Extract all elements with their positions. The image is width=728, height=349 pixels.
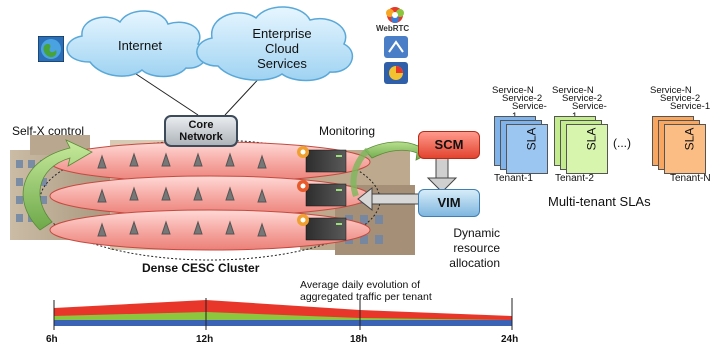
tenant-label: Tenant-2 xyxy=(555,173,594,184)
chart-app-icon xyxy=(384,62,408,84)
sla-card xyxy=(566,124,608,174)
enterprise-cloud-label: Enterprise Cloud Services xyxy=(244,26,320,71)
self-x-arrow xyxy=(22,139,93,231)
traffic-caption: Average daily evolution of aggregated tr… xyxy=(300,279,432,303)
enterprise-cloud xyxy=(196,6,354,82)
globe-icon xyxy=(38,36,64,62)
service-label: Service-N xyxy=(650,85,692,96)
webrtc-swirl-icon xyxy=(386,7,404,23)
monitoring-label: Monitoring xyxy=(319,124,376,138)
sla-ellipsis: (...) xyxy=(613,136,631,150)
tenant-label: Tenant-N xyxy=(670,173,711,184)
enterprise-label-line-3: Services xyxy=(257,56,307,71)
tenant-2-sla-group: Service-N Service-2 Service-1 xyxy=(548,85,612,174)
service-label: Service-N xyxy=(492,85,534,96)
traffic-chart xyxy=(53,298,513,330)
enterprise-label-line-1: Enterprise xyxy=(252,26,312,41)
webrtc-logo: WebRTC xyxy=(373,4,417,36)
sla-card xyxy=(506,124,548,174)
sla-card-label: SLA xyxy=(524,127,539,151)
cluster-layers xyxy=(49,141,371,251)
tenant-1-sla-group: Service-N Service-2 Service-1 xyxy=(488,85,552,174)
cluster-label: Dense CESC Cluster xyxy=(142,261,260,275)
service-label: Service-1 xyxy=(670,101,711,112)
small-cells xyxy=(97,152,267,237)
dynamic-allocation-line-1: Dynamic xyxy=(453,226,500,240)
dynamic-allocation-line-3: allocation xyxy=(449,256,500,270)
internet-label: Internet xyxy=(117,38,163,53)
sla-card-label: SLA xyxy=(682,127,697,151)
self-x-control-label: Self-X control xyxy=(12,124,85,138)
traffic-caption-line-1: Average daily evolution of xyxy=(300,279,421,291)
service-label: Service-2 xyxy=(660,93,701,104)
core-network-box: Core Network xyxy=(164,115,238,147)
dynamic-allocation-label: Dynamic resource allocation xyxy=(428,226,500,271)
tick-label: 12h xyxy=(196,334,214,345)
sla-card xyxy=(664,124,706,174)
vim-box: VIM xyxy=(418,189,480,217)
enterprise-label-line-2: Cloud xyxy=(265,41,299,56)
scm-box: SCM xyxy=(418,131,480,159)
internet-cloud xyxy=(66,10,208,78)
tenant-label: Tenant-1 xyxy=(494,173,533,184)
webrtc-logo-marks xyxy=(297,146,309,226)
tick-label: 6h xyxy=(46,334,58,345)
sla-card-label: SLA xyxy=(584,127,599,151)
multi-tenant-slas-title: Multi-tenant SLAs xyxy=(548,194,651,209)
tick-label: 24h xyxy=(501,334,519,345)
service-label: Service-2 xyxy=(562,93,603,104)
server-stack xyxy=(305,149,347,241)
core-network-line-1: Core xyxy=(188,119,214,131)
scm-to-vim-arrow xyxy=(426,157,458,193)
traffic-caption-line-2: aggregated traffic per tenant xyxy=(300,291,432,303)
core-network-line-2: Network xyxy=(179,131,223,143)
dynamic-allocation-line-2: resource xyxy=(453,241,500,255)
service-label: Service-2 xyxy=(502,93,543,104)
tenant-n-sla-group: Service-N Service-2 Service-1 xyxy=(646,85,726,174)
tools-app-icon xyxy=(384,36,408,58)
service-label: Service-N xyxy=(552,85,594,96)
tick-label: 18h xyxy=(350,334,368,345)
webrtc-label: WebRTC xyxy=(376,24,410,33)
